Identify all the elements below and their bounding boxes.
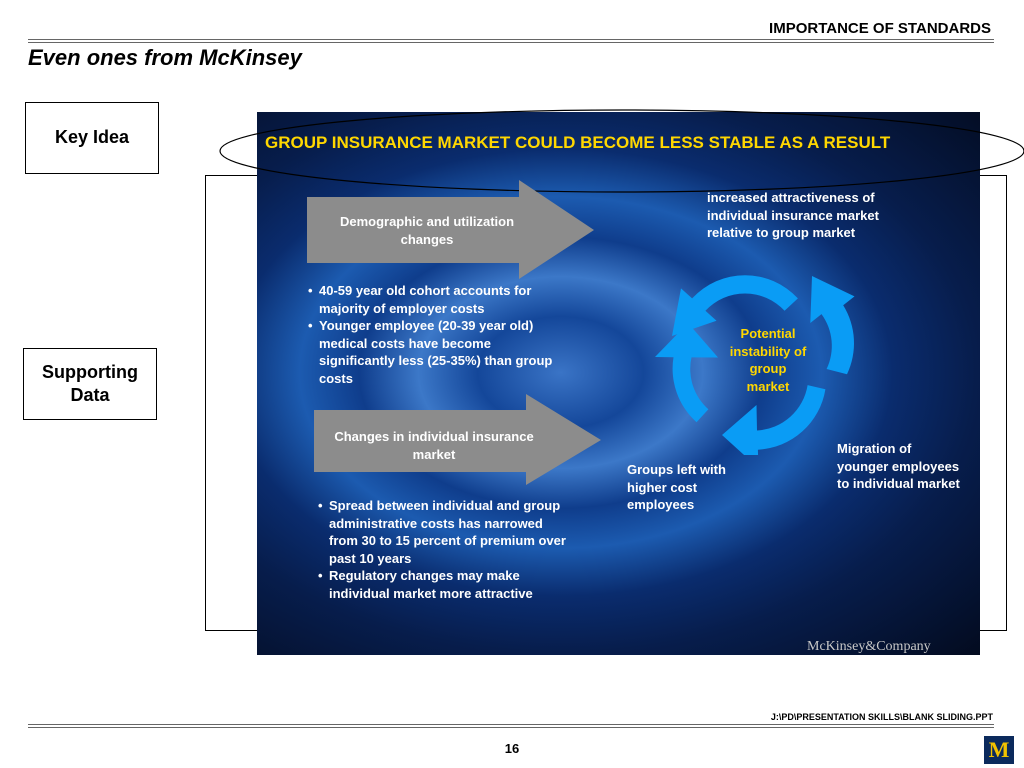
supporting-data-box: Supporting Data [23, 348, 157, 420]
university-logo: M [984, 736, 1014, 764]
slide-subtitle: Even ones from McKinsey [28, 45, 302, 70]
demographic-bullets: 40-59 year old cohort accounts for major… [308, 282, 570, 387]
bullet-item: Younger employee (20-39 year old) medica… [308, 317, 570, 387]
arrow-individual-market [314, 394, 601, 485]
header-rule-2 [28, 42, 994, 43]
arrow-individual-market-label: Changes in individual insurance market [334, 429, 534, 462]
cycle-right-text: Migration of younger employees to indivi… [837, 441, 960, 491]
cycle-center-text: Potential instability of group market [729, 326, 807, 394]
header-rule [28, 39, 994, 40]
key-idea-label: Key Idea [54, 127, 130, 148]
mckinsey-logo: McKinsey&Company [807, 639, 931, 654]
bullet-item: Spread between individual and group admi… [318, 497, 570, 567]
supporting-data-label-line1: Supporting [42, 361, 138, 382]
bullet-item: Regulatory changes may make individual m… [318, 567, 570, 602]
page-number: 16 [504, 741, 520, 756]
footer-rule [28, 724, 994, 725]
individual-market-bullets: Spread between individual and group admi… [318, 497, 570, 602]
cycle-top-text: increased attractiveness of individual i… [707, 190, 879, 240]
bullet-item: 40-59 year old cohort accounts for major… [308, 282, 570, 317]
footer-file-path: J:\PD\PRESENTATION SKILLS\BLANK SLIDING.… [770, 712, 993, 722]
cycle-arrows-icon [655, 275, 855, 455]
panel-title: GROUP INSURANCE MARKET COULD BECOME LESS… [265, 133, 891, 152]
header-title: IMPORTANCE OF STANDARDS [769, 20, 991, 37]
supporting-data-label-line2: Data [70, 385, 110, 405]
footer-rule-2 [28, 727, 994, 728]
university-logo-letter: M [988, 737, 1010, 762]
arrow-demographic [307, 180, 594, 279]
key-idea-box: Key Idea [25, 102, 159, 174]
arrow-demographic-label: Demographic and utilization changes [339, 214, 515, 247]
cycle-left-text: Groups left with higher cost employees [627, 462, 726, 512]
